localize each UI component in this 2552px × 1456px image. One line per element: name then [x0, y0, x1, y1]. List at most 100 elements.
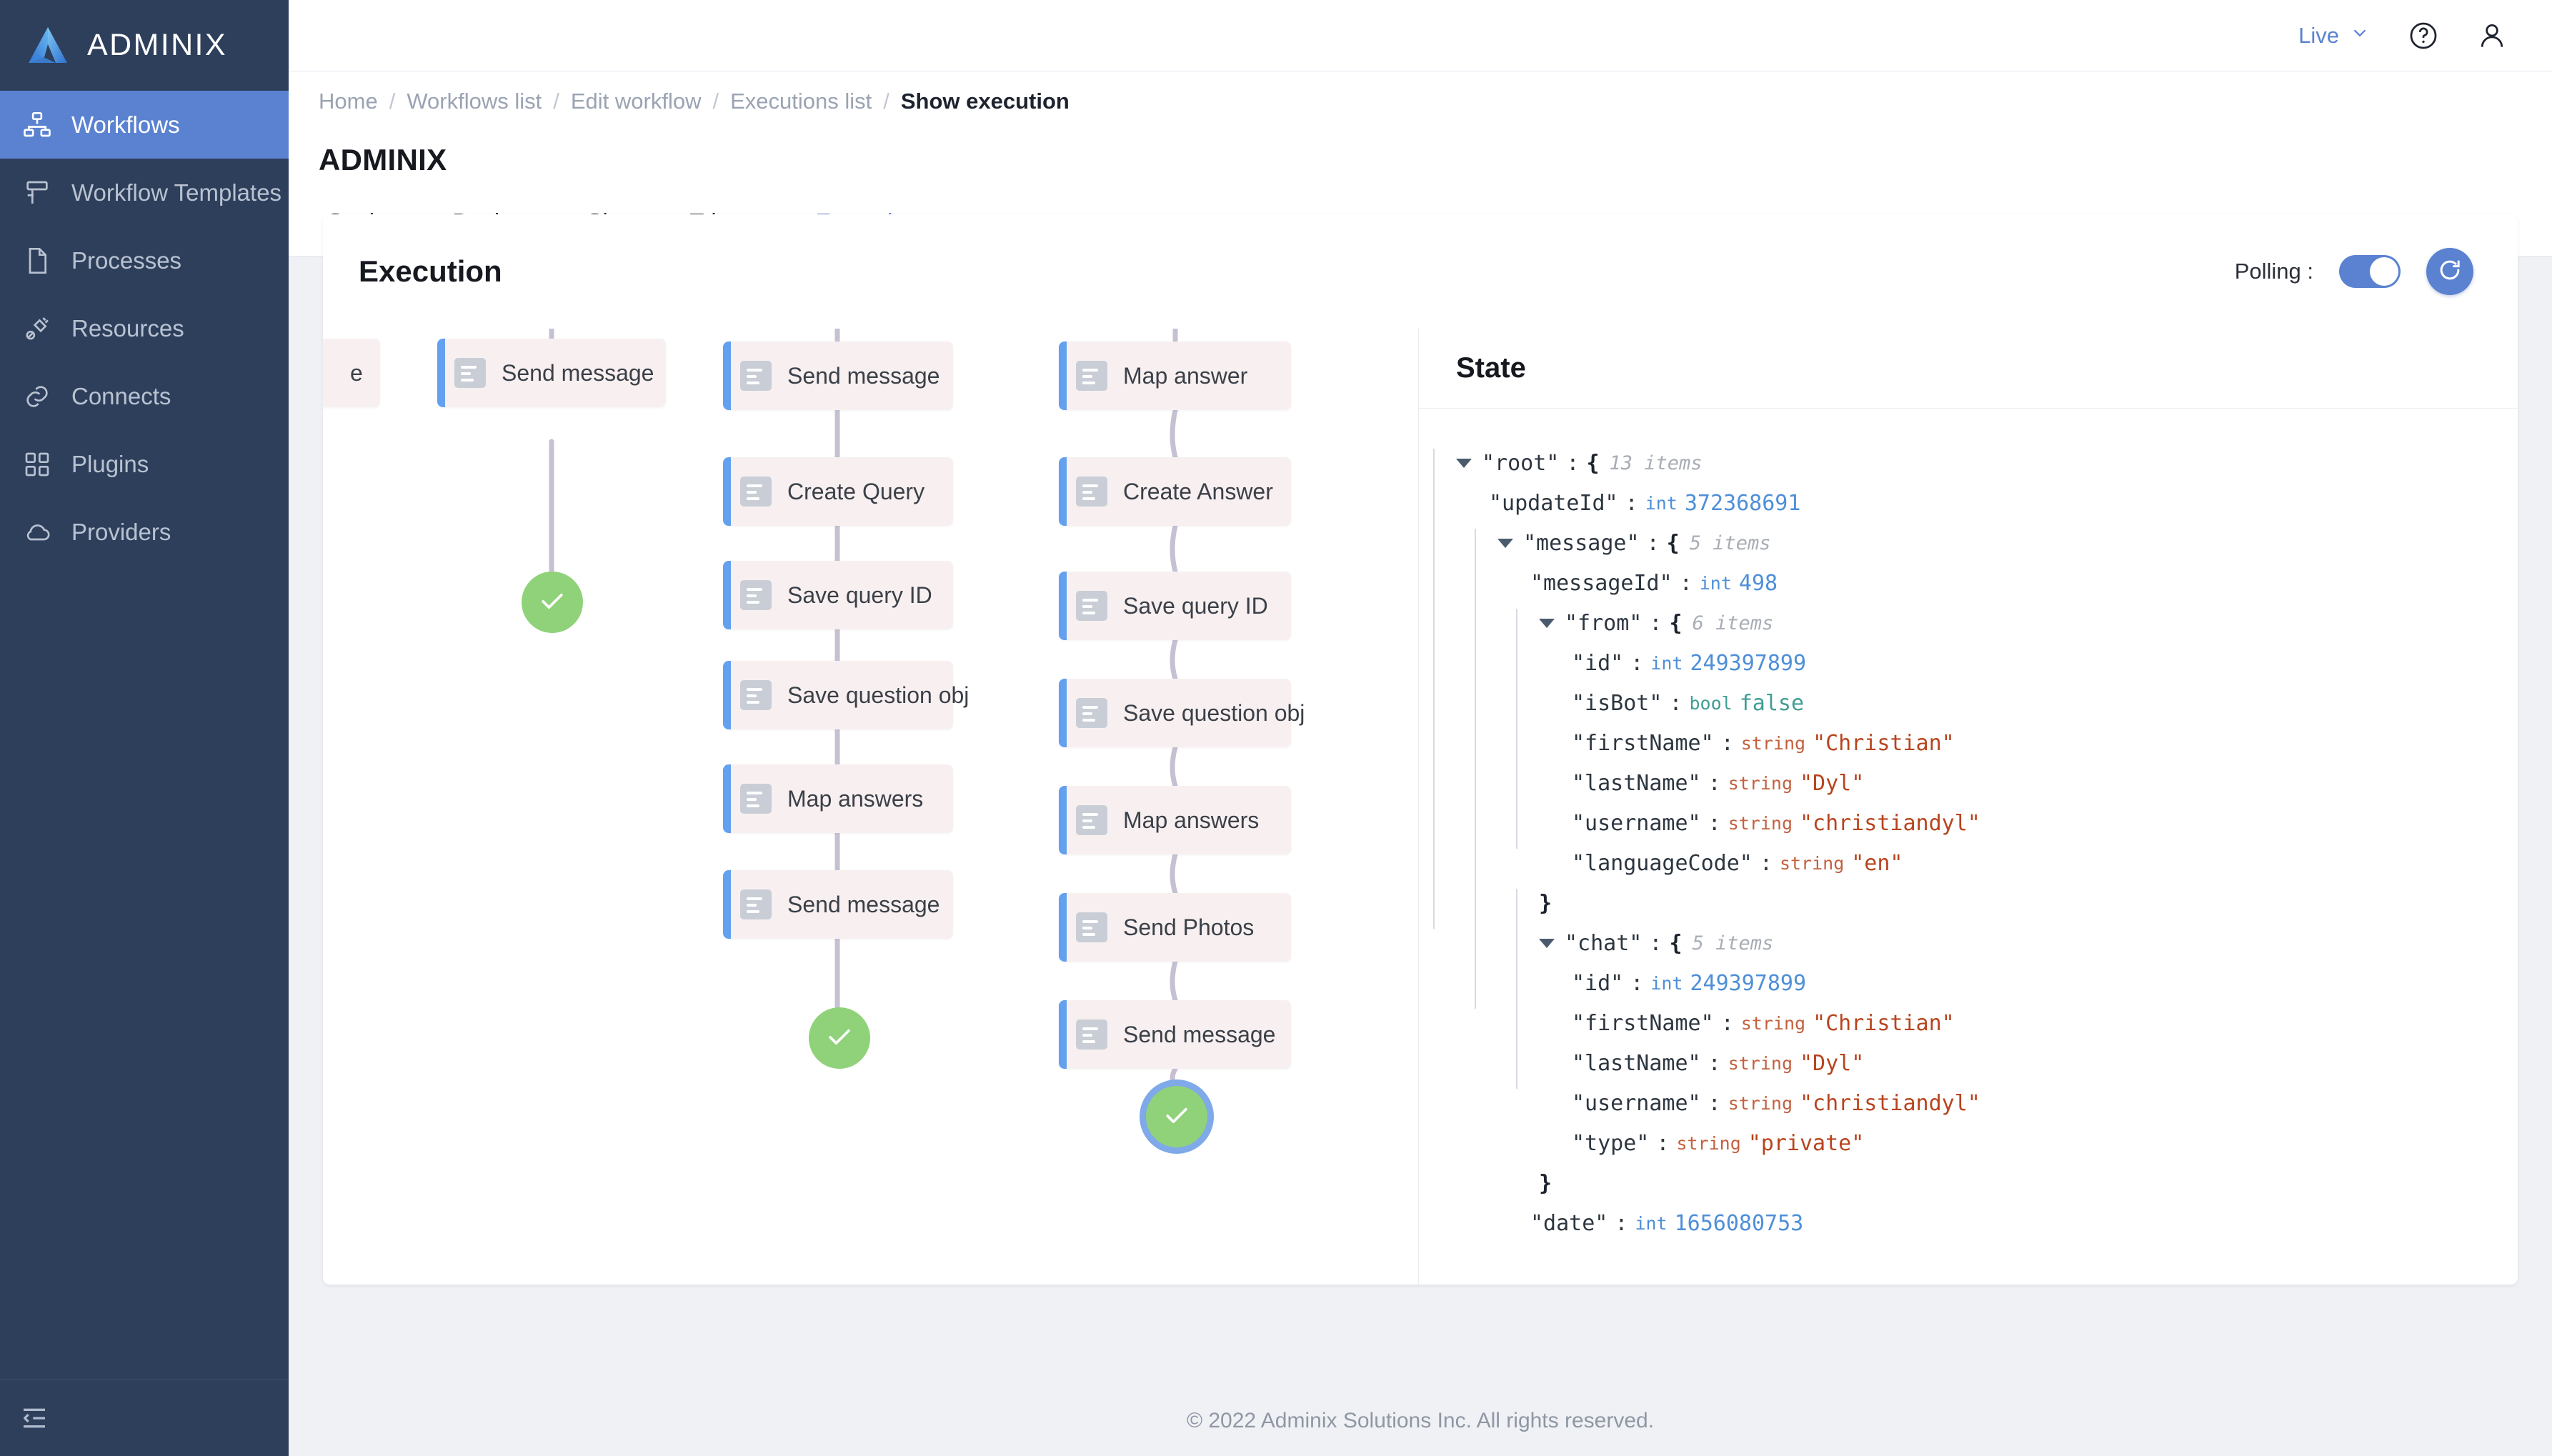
- json-row[interactable]: "firstName" : string "Christian": [1456, 723, 2518, 763]
- cloud-icon: [21, 517, 53, 548]
- json-brace: {: [1669, 930, 1683, 956]
- workflow-node[interactable]: Save query ID: [723, 561, 953, 629]
- breadcrumb: Home / Workflows list / Edit workflow / …: [289, 71, 2552, 114]
- sidebar-item-plugins[interactable]: Plugins: [0, 430, 289, 498]
- execution-card: Execution Polling :: [323, 214, 2518, 1285]
- state-title: State: [1456, 352, 1526, 384]
- json-colon: :: [1669, 690, 1683, 716]
- tree-guide-line: [1475, 529, 1476, 1009]
- workflow-node[interactable]: Send Photos: [1059, 893, 1291, 962]
- document-lines-icon: [1076, 591, 1107, 621]
- caret-down-icon[interactable]: [1539, 938, 1555, 948]
- workflow-node[interactable]: Send message: [437, 339, 666, 407]
- json-row[interactable]: "updateId" : int 372368691: [1456, 483, 2518, 523]
- workflow-node[interactable]: Save question obj: [1059, 679, 1305, 747]
- sidebar-item-label: Connects: [71, 382, 171, 409]
- json-row[interactable]: "chat" : { 5 items: [1456, 923, 2518, 963]
- json-row[interactable]: "lastName" : string "Dyl": [1456, 1043, 2518, 1083]
- json-colon: :: [1708, 810, 1721, 836]
- json-type: string: [1728, 772, 1793, 794]
- json-row[interactable]: "isBot" : bool false: [1456, 683, 2518, 723]
- json-item-count: 5 items: [1692, 932, 1774, 954]
- workflow-node[interactable]: Map answers: [1059, 786, 1291, 854]
- sidebar-item-processes[interactable]: Processes: [0, 226, 289, 294]
- workflow-node[interactable]: Send message: [723, 870, 953, 939]
- workflow-node-label: Map answer: [1123, 362, 1248, 389]
- breadcrumb-item-show-execution: Show execution: [900, 89, 1070, 114]
- sidebar-item-resources[interactable]: Resources: [0, 294, 289, 362]
- check-icon: [1161, 1100, 1192, 1135]
- sidebar-item-connects[interactable]: Connects: [0, 362, 289, 430]
- workflow-graph-pane[interactable]: e Send message Send message Create Query: [323, 329, 1418, 1285]
- json-key: "date": [1530, 1210, 1608, 1236]
- json-value: "christiandyl": [1800, 1090, 1980, 1116]
- brand-name: ADMINIX: [87, 28, 227, 62]
- json-brace: {: [1586, 450, 1600, 476]
- brand[interactable]: ADMINIX: [0, 0, 289, 91]
- breadcrumb-item-executions-list[interactable]: Executions list: [730, 89, 872, 114]
- workflow-node[interactable]: Save query ID: [1059, 572, 1291, 640]
- sidebar-item-workflow-templates[interactable]: Workflow Templates: [0, 159, 289, 226]
- user-avatar-icon[interactable]: [2476, 20, 2508, 51]
- polling-toggle[interactable]: [2339, 255, 2401, 288]
- json-value: 372368691: [1684, 490, 1801, 516]
- json-row[interactable]: "languageCode" : string "en": [1456, 843, 2518, 883]
- json-key: "id": [1572, 650, 1624, 676]
- caret-down-icon[interactable]: [1497, 538, 1513, 548]
- document-lines-icon: [1076, 477, 1107, 507]
- json-row[interactable]: "username" : string "christiandyl": [1456, 1083, 2518, 1123]
- json-row[interactable]: "root" : { 13 items: [1456, 443, 2518, 483]
- sidebar-item-label: Workflows: [71, 111, 180, 138]
- breadcrumb-item-home[interactable]: Home: [319, 89, 378, 114]
- json-row[interactable]: "lastName" : string "Dyl": [1456, 763, 2518, 803]
- json-row[interactable]: "from" : { 6 items: [1456, 603, 2518, 643]
- json-row[interactable]: "id" : int 249397899: [1456, 643, 2518, 683]
- json-row[interactable]: "messageId" : int 498: [1456, 563, 2518, 603]
- environment-select[interactable]: Live: [2298, 22, 2371, 49]
- workflow-node[interactable]: Create Query: [723, 457, 953, 526]
- json-colon: :: [1649, 930, 1663, 956]
- json-value: "Christian": [1813, 1010, 1955, 1036]
- refresh-button[interactable]: [2426, 248, 2473, 295]
- help-circle-icon[interactable]: [2408, 20, 2439, 51]
- sidebar-item-workflows[interactable]: Workflows: [0, 91, 289, 159]
- caret-down-icon[interactable]: [1456, 458, 1472, 468]
- breadcrumb-item-workflows-list[interactable]: Workflows list: [407, 89, 542, 114]
- workflow-node[interactable]: Create Answer: [1059, 457, 1291, 526]
- json-row[interactable]: "message" : { 5 items: [1456, 523, 2518, 563]
- workflow-node[interactable]: Map answers: [723, 764, 953, 833]
- check-icon: [824, 1021, 855, 1056]
- sidebar-item-label: Workflow Templates: [71, 179, 282, 206]
- toggle-knob: [2370, 257, 2398, 286]
- json-brace: {: [1666, 530, 1680, 556]
- execution-status-success[interactable]: [522, 572, 583, 633]
- json-value: false: [1739, 690, 1805, 716]
- json-type: string: [1728, 1052, 1793, 1074]
- workflow-node[interactable]: Map answer: [1059, 341, 1291, 410]
- json-colon: :: [1679, 570, 1693, 596]
- json-type: int: [1650, 652, 1683, 674]
- json-value: 249397899: [1690, 970, 1807, 996]
- workflow-node[interactable]: Send message: [1059, 1000, 1291, 1069]
- collapse-sidebar-icon[interactable]: [19, 1402, 50, 1434]
- json-row[interactable]: "username" : string "christiandyl": [1456, 803, 2518, 843]
- json-row[interactable]: "id" : int 249397899: [1456, 963, 2518, 1003]
- caret-down-icon[interactable]: [1539, 618, 1555, 628]
- json-tree[interactable]: "root" : { 13 items "updateId" : int 372…: [1419, 409, 2518, 1285]
- execution-status-success-selected[interactable]: [1146, 1086, 1207, 1147]
- workflow-node[interactable]: Save question obj: [723, 661, 969, 729]
- json-colon: :: [1708, 1090, 1721, 1116]
- execution-title: Execution: [359, 254, 502, 288]
- sidebar-item-providers[interactable]: Providers: [0, 498, 289, 566]
- workflow-node-label: Send message: [787, 362, 940, 389]
- workflow-node[interactable]: Send message: [723, 341, 953, 410]
- json-key: "updateId": [1489, 490, 1618, 516]
- json-type: string: [1740, 1012, 1806, 1034]
- execution-status-success[interactable]: [809, 1007, 870, 1069]
- json-row[interactable]: "firstName" : string "Christian": [1456, 1003, 2518, 1043]
- state-header: State: [1419, 329, 2518, 409]
- json-row[interactable]: "type" : string "private": [1456, 1123, 2518, 1163]
- workflow-node[interactable]: e: [323, 339, 380, 407]
- breadcrumb-item-edit-workflow[interactable]: Edit workflow: [570, 89, 702, 114]
- json-row[interactable]: "date" : int 1656080753: [1456, 1203, 2518, 1243]
